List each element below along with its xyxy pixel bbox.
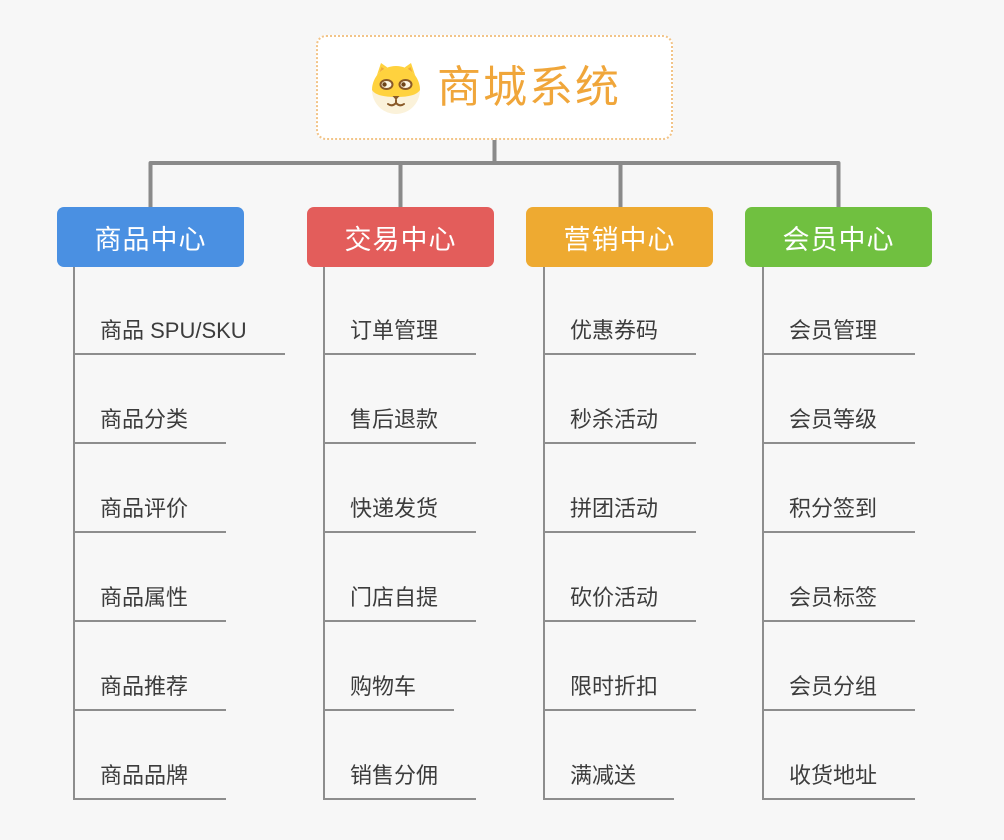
- branch-product-children: 商品 SPU/SKU 商品分类 商品评价 商品属性 商品推荐 商品品牌: [73, 266, 285, 800]
- subtopic[interactable]: 收货地址: [762, 711, 916, 800]
- branch-stem-line: [73, 267, 75, 800]
- subtopic[interactable]: 会员管理: [762, 266, 916, 355]
- branch-stem-line: [543, 267, 545, 800]
- subtopic[interactable]: 快递发货: [323, 444, 477, 533]
- branch-member-children: 会员管理 会员等级 积分签到 会员标签 会员分组 收货地址: [762, 266, 916, 800]
- branch-label: 营销中心: [563, 224, 676, 255]
- subtopic[interactable]: 会员标签: [762, 533, 916, 622]
- subtopic[interactable]: 商品分类: [73, 355, 227, 444]
- dog-face-icon: [372, 62, 420, 114]
- subtopic[interactable]: 优惠券码: [543, 266, 697, 355]
- branch-label: 交易中心: [344, 224, 457, 255]
- branch-member-center[interactable]: 会员中心: [745, 207, 932, 267]
- root-topic[interactable]: 商城系统: [316, 35, 673, 140]
- subtopic[interactable]: 积分签到: [762, 444, 916, 533]
- branch-trade-children: 订单管理 售后退款 快递发货 门店自提 购物车 销售分佣: [323, 266, 477, 800]
- branch-stem-line: [323, 267, 325, 800]
- subtopic[interactable]: 商品推荐: [73, 622, 227, 711]
- subtopic[interactable]: 限时折扣: [543, 622, 697, 711]
- subtopic[interactable]: 商品 SPU/SKU: [73, 266, 285, 355]
- branch-trade-center[interactable]: 交易中心: [307, 207, 494, 267]
- subtopic[interactable]: 满减送: [543, 711, 675, 800]
- subtopic[interactable]: 购物车: [323, 622, 455, 711]
- subtopic[interactable]: 砍价活动: [543, 533, 697, 622]
- root-topic-title: 商城系统: [437, 62, 621, 112]
- subtopic[interactable]: 订单管理: [323, 266, 477, 355]
- subtopic[interactable]: 商品品牌: [73, 711, 227, 800]
- branch-marketing-children: 优惠券码 秒杀活动 拼团活动 砍价活动 限时折扣 满减送: [543, 266, 697, 800]
- subtopic[interactable]: 售后退款: [323, 355, 477, 444]
- subtopic[interactable]: 会员分组: [762, 622, 916, 711]
- subtopic[interactable]: 拼团活动: [543, 444, 697, 533]
- branch-stem-line: [762, 267, 764, 800]
- subtopic[interactable]: 秒杀活动: [543, 355, 697, 444]
- branch-marketing-center[interactable]: 营销中心: [526, 207, 713, 267]
- subtopic[interactable]: 销售分佣: [323, 711, 477, 800]
- subtopic[interactable]: 会员等级: [762, 355, 916, 444]
- subtopic[interactable]: 门店自提: [323, 533, 477, 622]
- subtopic[interactable]: 商品属性: [73, 533, 227, 622]
- branch-product-center[interactable]: 商品中心: [57, 207, 244, 267]
- branch-label: 商品中心: [94, 224, 207, 255]
- branch-label: 会员中心: [782, 224, 895, 255]
- subtopic[interactable]: 商品评价: [73, 444, 227, 533]
